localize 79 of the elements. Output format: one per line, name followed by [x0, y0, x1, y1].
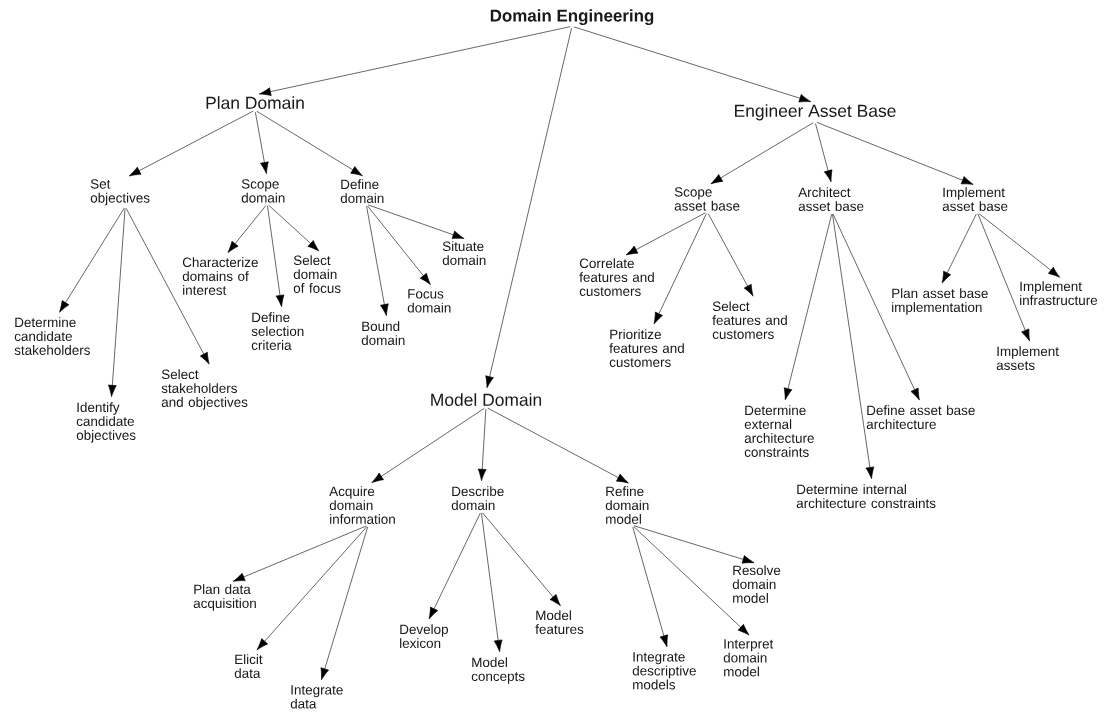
arrow: [816, 122, 974, 185]
activity-label: Correlate features and customers: [579, 258, 654, 296]
activity-label: Determine internal architecture constraints: [796, 484, 936, 508]
arrow: [573, 26, 812, 103]
phase-heading: Engineer Asset Base: [735, 104, 896, 121]
activity-label: Architect asset base: [798, 187, 864, 211]
activity-label: Set objectives: [90, 179, 150, 206]
arrow: [978, 213, 1061, 278]
activity-label: Define asset base architecture: [866, 405, 975, 429]
arrow: [477, 408, 487, 481]
arrow: [633, 525, 755, 564]
arrow: [482, 512, 561, 606]
arrow: [366, 205, 389, 317]
activity-label: Integrate data: [290, 685, 343, 709]
activity-label: Resolve domain model: [732, 565, 781, 603]
activity-label: Select domain of focus: [293, 255, 341, 293]
arrow: [128, 110, 254, 177]
arrow: [653, 213, 707, 325]
activity-label: Develop lexicon: [400, 624, 448, 648]
activity-label: Characterize domains of interest: [182, 257, 258, 295]
arrow: [227, 205, 267, 253]
arrow: [125, 208, 210, 365]
activity-label: Implement assets: [996, 346, 1059, 370]
activity-label: Elicit data: [234, 654, 263, 678]
activity-label: Determine external architecture constraints: [744, 405, 814, 457]
phase-heading: Model Domain: [431, 393, 542, 406]
activity-label: Implement infrastructure: [1020, 281, 1098, 305]
arrow: [632, 526, 669, 648]
phase-heading: Plan Domain: [206, 96, 304, 109]
activity-label: Prioritize features and customers: [609, 329, 684, 367]
activity-label: Define domain: [340, 179, 384, 203]
activity-label: Define selection criteria: [251, 312, 304, 350]
arrow: [487, 407, 629, 484]
arrow: [371, 408, 485, 483]
arrow: [815, 123, 833, 183]
arrow: [832, 213, 875, 479]
activity-label: Plan asset base implementation: [892, 288, 988, 315]
activity-label: Select features and customers: [712, 301, 787, 339]
activity-label: Model features: [535, 610, 584, 634]
arrow: [108, 208, 126, 397]
arrow: [255, 111, 269, 175]
activity-label: Refine domain model: [605, 486, 649, 524]
root-heading: Domain Engineering: [490, 9, 654, 26]
activity-label: Interpret domain model: [723, 639, 774, 677]
arrow: [783, 213, 832, 401]
activity-label: Scope asset base: [674, 187, 740, 211]
arrow: [367, 204, 465, 239]
arrow: [977, 213, 1030, 342]
arrow: [941, 213, 977, 284]
arrow: [481, 512, 503, 652]
arrow: [710, 122, 814, 185]
arrow: [485, 27, 572, 389]
arrow: [267, 205, 285, 307]
arrow: [832, 213, 920, 401]
activity-label: Determine candidate stakeholders: [14, 317, 90, 355]
activity-label: Scope domain: [241, 179, 285, 203]
arrow: [625, 212, 706, 256]
activity-label: Integrate descriptive models: [632, 652, 696, 690]
activity-label: Identify candidate objectives: [76, 402, 136, 443]
arrow: [367, 205, 431, 285]
activity-label: Acquire domain information: [329, 486, 395, 524]
arrow: [268, 204, 320, 252]
arrow: [256, 110, 363, 177]
arrow: [256, 526, 368, 651]
arrow: [707, 213, 754, 297]
arrow: [258, 26, 571, 96]
activity-label: Implement asset base: [942, 187, 1008, 211]
arrow: [232, 525, 367, 582]
activity-label: Bound domain: [361, 321, 405, 345]
arrow: [428, 512, 481, 620]
activity-label: Model concepts: [471, 657, 525, 684]
activity-label: Plan data acquisition: [193, 584, 256, 611]
arrow: [320, 526, 368, 681]
arrow: [633, 526, 750, 636]
activity-label: Focus domain: [407, 289, 451, 313]
arrow: [59, 207, 125, 313]
activity-label: Describe domain: [451, 486, 504, 510]
activity-label: Situate domain: [442, 241, 486, 265]
activity-label: Select stakeholders and objectives: [161, 369, 248, 410]
